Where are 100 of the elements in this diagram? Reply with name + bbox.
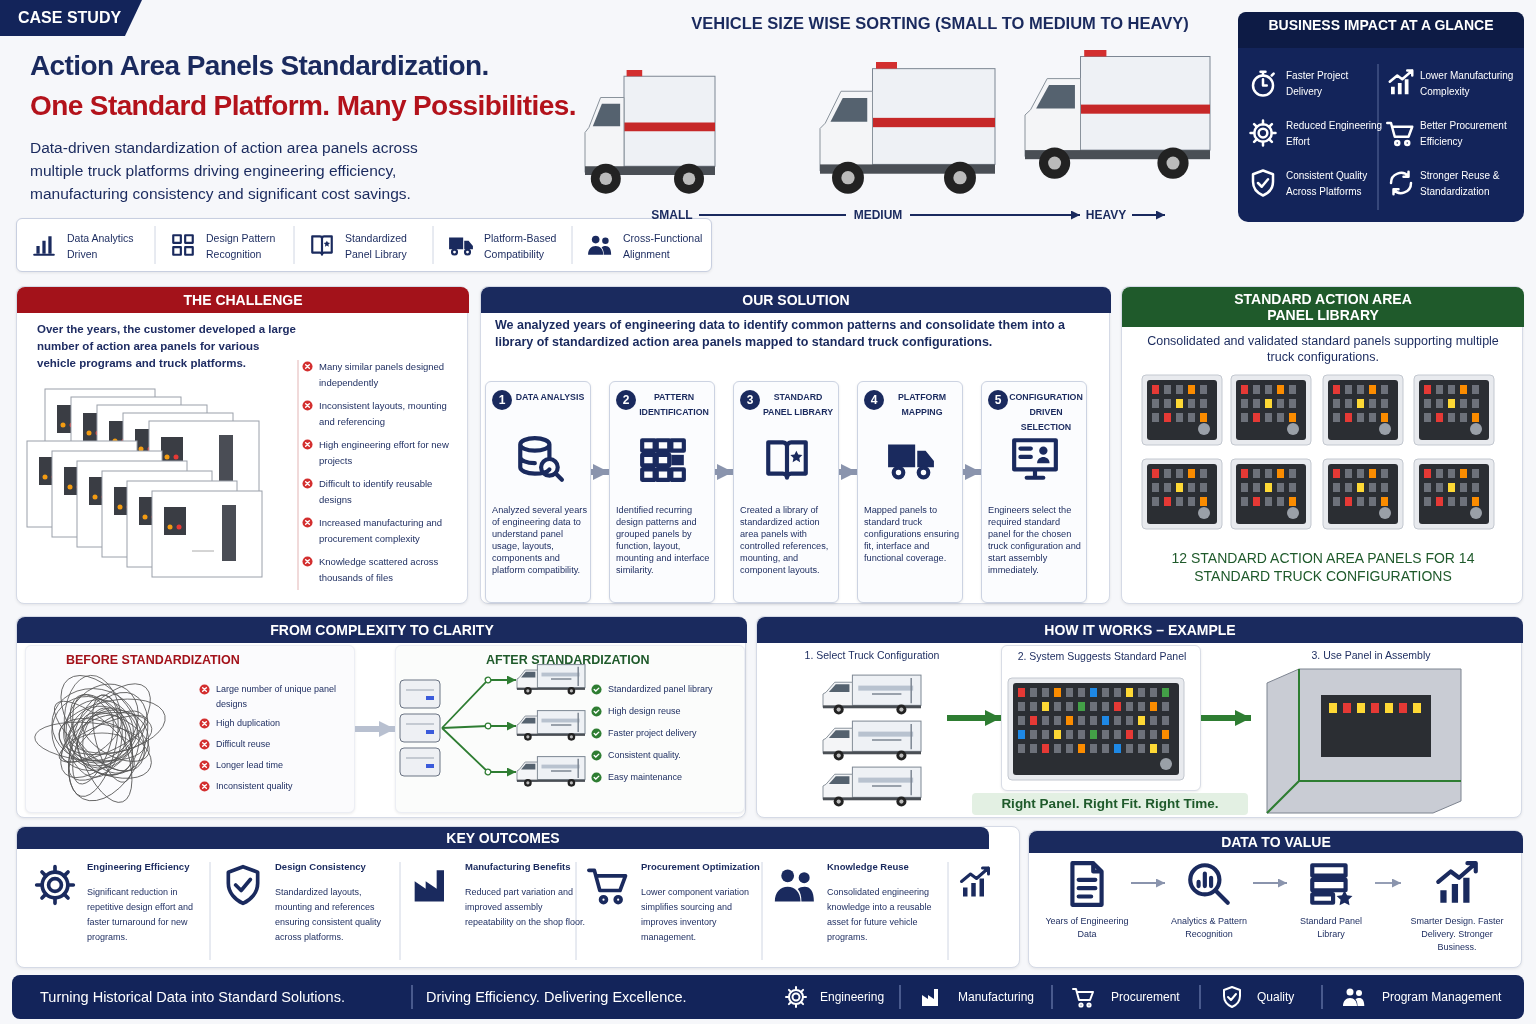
step-number: 2: [616, 390, 636, 410]
step-card: [733, 381, 839, 603]
arrow: [909, 210, 1081, 220]
arrow: [1374, 878, 1402, 888]
before-item: Difficult reuse: [216, 738, 272, 751]
tagline: Driving Efficiency. Delivering Excellence.: [426, 988, 688, 1007]
step-title: 1. Select Truck Configuration: [803, 649, 941, 663]
arrow: [839, 464, 857, 480]
outcome-text: Lower component variation simplifies sourcing and improves inventory management.: [641, 886, 751, 944]
department-label: Manufacturing: [958, 989, 1036, 1006]
value-label: Standard Panel Library: [1298, 915, 1363, 941]
comparison-column: [395, 645, 745, 813]
value-panel: [1028, 830, 1522, 968]
size-label: SMALL: [650, 207, 694, 224]
step-title: PLATFORM MAPPING: [896, 391, 948, 419]
step-card: [485, 381, 591, 603]
solution-panel: [480, 286, 1110, 604]
feature-strip: [16, 218, 712, 272]
section-header: FROM COMPLEXITY TO CLARITY: [17, 617, 747, 643]
footer-bar: [12, 975, 1524, 1019]
step-card: [609, 381, 715, 603]
outcome-text: Standardized layouts, mounting and references ensuring consistent quality across platforms.: [275, 886, 383, 944]
section-header: HOW IT WORKS – EXAMPLE: [757, 617, 1523, 643]
impact-label: Better Procurement Efficiency: [1420, 119, 1508, 149]
step-description: Created a library of standardized action area panels with controlled references, mounting, and component layouts.: [740, 504, 830, 576]
department-label: Procurement: [1111, 989, 1181, 1006]
challenge-item: Knowledge scattered across thousands of files: [319, 555, 440, 585]
tagline: Turning Historical Data into Standard Solutions.: [40, 988, 346, 1007]
impact-panel: [1238, 12, 1524, 222]
example-panel: [756, 616, 1522, 818]
comparison-column: [25, 645, 355, 813]
value-label: Analytics & Pattern Recognition: [1169, 915, 1248, 941]
size-label: HEAVY: [1084, 207, 1128, 224]
feature-label: Platform-Based Compatibility: [484, 231, 558, 262]
feature-label: Cross-Functional Alignment: [623, 231, 704, 262]
feature-label: Standardized Panel Library: [345, 231, 408, 262]
case-study-tag: CASE STUDY: [0, 0, 142, 36]
outcome-title: Manufacturing Benefits: [465, 861, 572, 874]
arrow: [1201, 710, 1251, 726]
step-number: 1: [492, 390, 512, 410]
step-card: [981, 381, 1087, 603]
section-header: DATA TO VALUE: [1029, 831, 1523, 853]
impact-label: Consistent Quality Across Platforms: [1286, 169, 1369, 199]
step-title: 2. System Suggests Standard Panel: [1016, 650, 1188, 664]
column-heading: BEFORE STANDARDIZATION: [66, 652, 241, 669]
arrow: [1252, 878, 1288, 888]
arrow: [441, 722, 517, 731]
section-header: BUSINESS IMPACT AT A GLANCE: [1238, 12, 1524, 48]
outcome-title: Design Consistency: [275, 861, 367, 874]
outcome-title: Knowledge Reuse: [827, 861, 910, 874]
before-item: Large number of unique panel designs: [216, 683, 338, 711]
arrow: [441, 727, 517, 777]
arrow: [715, 464, 733, 480]
step-description: Analyzed several years of engineering data to understand panel usage, layouts, components and platform compatibility.: [492, 504, 588, 576]
before-item: High duplication: [216, 717, 282, 730]
department-label: Program Management: [1382, 989, 1503, 1006]
outcome-text: Consolidated engineering knowledge into a reusable asset for future vehicle programs.: [827, 886, 933, 944]
arrow: [1131, 210, 1166, 220]
library-caption: 12 STANDARD ACTION AREA PANELS FOR 14 STANDARD TRUCK CONFIGURATIONS: [1170, 549, 1476, 585]
value-label: Smarter Design. Faster Delivery. Stronger Business.: [1409, 915, 1505, 954]
intro-text: Consolidated and validated standard panels supporting multiple truck configurations.: [1146, 333, 1500, 365]
arrow: [441, 676, 517, 729]
outcome-title: Procurement Optimization: [641, 861, 761, 874]
step-card: [1001, 645, 1201, 791]
truck-drawing: [516, 708, 586, 744]
section-header: OUR SOLUTION: [481, 287, 1111, 313]
outcome-text: Significant reduction in repetitive design effort and faster turnaround for new programs.: [87, 886, 194, 944]
step-number: 4: [864, 390, 884, 410]
step-number: 3: [740, 390, 760, 410]
step-description: Identified recurring design patterns and grouped panels by function, layout, mounting and interface similarity.: [616, 504, 711, 576]
challenge-item: Increased manufacturing and procurement complexity: [319, 516, 444, 546]
after-item: Consistent quality.: [608, 749, 682, 762]
step-title: 3. Use Panel in Assembly: [1310, 649, 1432, 663]
feature-label: Data Analytics Driven: [67, 231, 135, 262]
challenge-item: Many similar panels designed independently: [319, 360, 446, 390]
arrow: [355, 721, 395, 737]
arrow: [963, 464, 981, 480]
impact-label: Lower Manufacturing Complexity: [1420, 69, 1515, 99]
column-heading: AFTER STANDARDIZATION: [486, 652, 651, 669]
after-item: Faster project delivery: [608, 727, 698, 740]
subtitle: One Standard Platform. Many Possibilities.: [30, 89, 577, 123]
description-text: Data-driven standardization of action area panels across multiple truck platforms driving engineering efficiency, manufacturing consistency and significant cost savings.: [30, 138, 419, 204]
step-title: CONFIGURATION DRIVEN SELECTION: [1008, 391, 1084, 434]
before-item: Inconsistent quality: [216, 780, 294, 793]
department-label: Engineering: [820, 989, 886, 1006]
truck-drawing: [516, 754, 586, 790]
before-item: Longer lead time: [216, 759, 285, 772]
arrow: [947, 710, 1001, 726]
intro-text: Over the years, the customer developed a large number of action area panels for various vehicle programs and truck platforms.: [37, 322, 297, 371]
impact-label: Reduced Engineering Effort: [1286, 119, 1384, 149]
impact-label: Stronger Reuse & Standardization: [1420, 169, 1501, 199]
challenge-panel: [16, 286, 468, 604]
after-item: High design reuse: [608, 705, 682, 718]
step-description: Mapped panels to standard truck configurations ensuring fit, interface and functional coverage.: [864, 504, 960, 564]
step-description: Engineers select the required standard panel for the chosen truck configuration and start assembly immediately.: [988, 504, 1082, 576]
outcome-text: Reduced part variation and improved assembly repeatability on the shop floor.: [465, 886, 587, 929]
arrow: [591, 464, 609, 480]
after-item: Standardized panel library: [608, 683, 714, 696]
after-item: Easy maintenance: [608, 771, 684, 784]
section-header: STANDARD ACTION AREA PANEL LIBRARY: [1122, 287, 1524, 327]
